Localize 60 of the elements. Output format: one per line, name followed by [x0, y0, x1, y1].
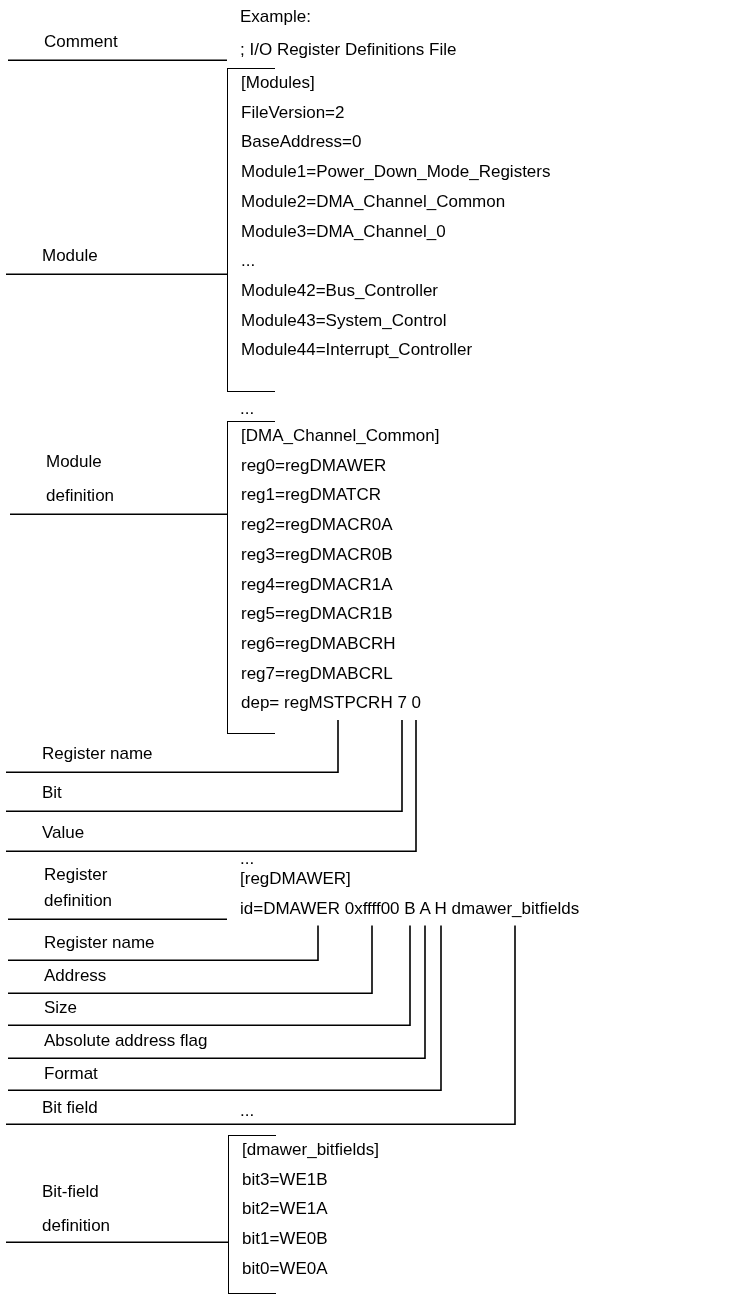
- code-note: Example:: [240, 6, 311, 28]
- code-line: id=DMAWER 0xffff00 B A H dmawer_bitfields: [240, 897, 581, 920]
- code-line: BaseAddress=0: [241, 131, 363, 154]
- leader-line: [7, 924, 319, 961]
- code-line: [regDMAWER]: [240, 868, 352, 890]
- code-line: dep= regMSTPCRH 7 0: [241, 692, 423, 715]
- annotation-label: Bit-field definition: [6, 1175, 228, 1243]
- code-line: reg6=regDMABCRH: [241, 632, 397, 655]
- annotation-label: Module definition: [10, 445, 227, 515]
- annotation-label: Bit: [6, 782, 206, 812]
- code-line: reg5=regDMACR1B: [241, 603, 394, 626]
- code-line: ; I/O Register Definitions File: [240, 39, 458, 61]
- leader-line: [7, 924, 411, 1026]
- leader-line: [7, 59, 228, 61]
- annotation-label: Size: [8, 997, 208, 1026]
- code-line: ...: [241, 250, 257, 273]
- leader-line: [5, 1241, 229, 1243]
- annotation-label: Format: [8, 1063, 208, 1091]
- annotation-label: Comment: [8, 31, 230, 61]
- annotation-label: Address: [8, 965, 208, 994]
- leader-line: [9, 513, 228, 515]
- code-line: reg2=regDMACR0A: [241, 514, 394, 537]
- annotation-label: Register definition: [8, 862, 229, 920]
- code-note: ...: [240, 848, 255, 870]
- annotation-label: Register name: [6, 743, 206, 773]
- code-line: reg7=regDMABCRL: [241, 662, 394, 685]
- code-line: reg0=regDMAWER: [241, 454, 388, 477]
- code-line: bit0=WE0A: [242, 1257, 329, 1280]
- code-line: [Modules]: [241, 72, 316, 94]
- leader-line: [5, 719, 403, 812]
- leader-line: [5, 719, 339, 773]
- code-line: Module42=Bus_Controller: [241, 279, 440, 302]
- code-line: bit3=WE1B: [242, 1168, 329, 1191]
- code-line: Module2=DMA_Channel_Common: [241, 190, 507, 213]
- leader-line: [7, 918, 228, 920]
- code-line: reg3=regDMACR0B: [241, 543, 394, 566]
- leader-line: [5, 719, 417, 852]
- annotation-label: Register name: [8, 932, 208, 961]
- code-note: ...: [240, 1100, 255, 1122]
- code-line: FileVersion=2: [241, 101, 346, 124]
- code-line: Module3=DMA_Channel_0: [241, 220, 447, 243]
- code-line: Module44=Interrupt_Controller: [241, 339, 474, 362]
- code-line: [DMA_Channel_Common]: [241, 425, 441, 447]
- code-line: reg4=regDMACR1A: [241, 573, 394, 596]
- annotation-label: Absolute address flag: [8, 1030, 268, 1059]
- code-line: reg1=regDMATCR: [241, 484, 382, 507]
- annotation-label: Bit field: [6, 1097, 206, 1125]
- leader-line: [7, 924, 373, 994]
- leader-line: [5, 924, 516, 1125]
- leader-line: [7, 924, 442, 1091]
- code-line: [dmawer_bitfields]: [242, 1139, 380, 1161]
- annotation-label: Module: [6, 245, 226, 275]
- code-line: Module1=Power_Down_Mode_Registers: [241, 161, 552, 184]
- leader-line: [5, 273, 228, 275]
- code-note: ...: [240, 398, 255, 420]
- annotation-label: Value: [6, 822, 206, 852]
- code-line: bit1=WE0B: [242, 1228, 329, 1251]
- leader-line: [7, 924, 426, 1059]
- code-line: bit2=WE1A: [242, 1198, 329, 1221]
- code-line: Module43=System_Control: [241, 309, 448, 332]
